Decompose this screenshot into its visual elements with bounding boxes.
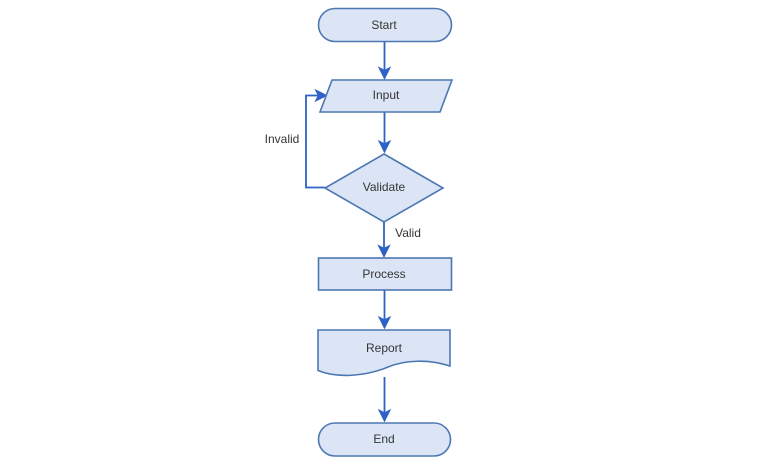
node-input-parallelogram	[318, 79, 454, 113]
node-process-rectangle	[317, 257, 453, 291]
node-label-report: Report	[365, 341, 403, 355]
node-validate-decision	[323, 153, 445, 223]
node-label-input: Input	[372, 88, 400, 102]
node-label-start: Start	[371, 18, 397, 32]
node-report-document	[317, 329, 451, 377]
node-end-terminator	[317, 422, 452, 457]
node-label-validate: Validate	[362, 180, 406, 194]
edge-validate-to-input-invalid-loop	[305, 88, 328, 189]
node-label-end: End	[373, 432, 395, 446]
edge-label-valid: Valid	[395, 226, 421, 240]
node-start-terminator	[317, 7, 453, 43]
node-label-process: Process	[362, 267, 406, 281]
edge-label-invalid: Invalid	[264, 132, 300, 146]
